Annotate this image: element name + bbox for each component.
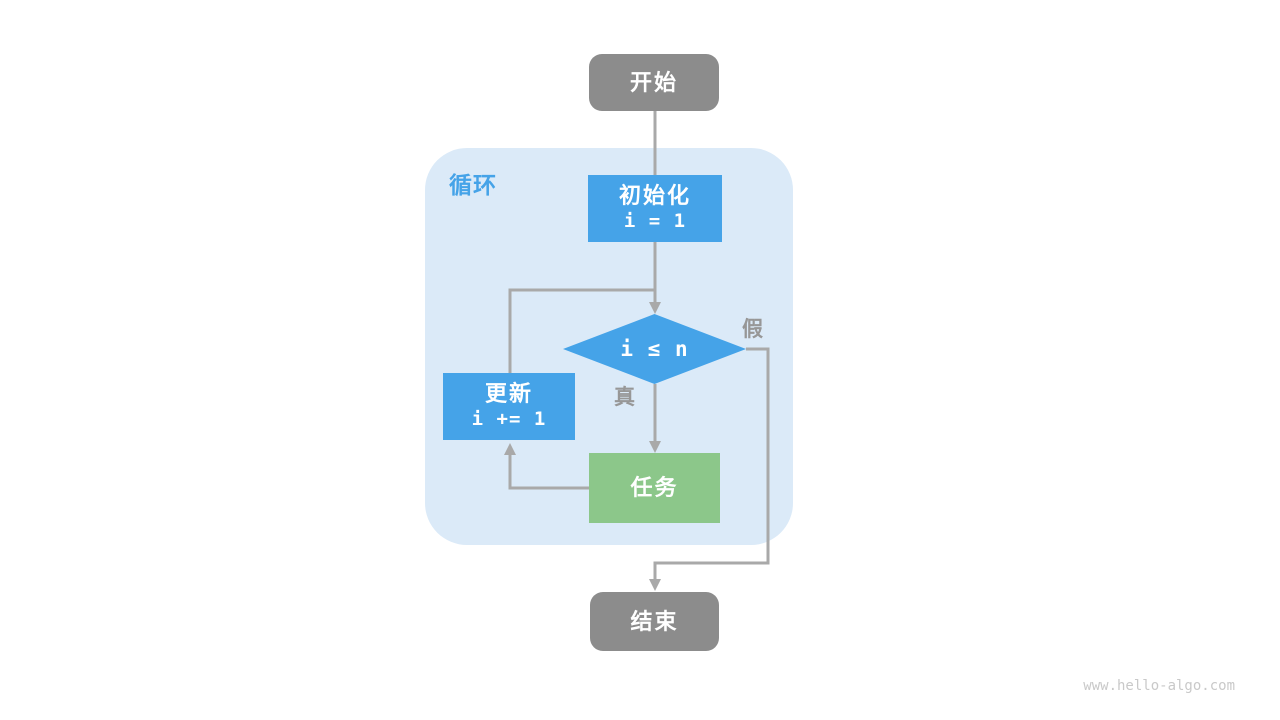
end-node-label: 结束 bbox=[630, 608, 679, 634]
edge-label-true: 真 bbox=[614, 386, 635, 409]
start-node: 开始 bbox=[589, 54, 719, 111]
task-node-label: 任务 bbox=[630, 475, 679, 501]
watermark-text: www.hello-algo.com bbox=[1083, 678, 1235, 694]
edge-task-update bbox=[508, 455, 589, 490]
init-node-title: 初始化 bbox=[618, 182, 691, 208]
arrowhead-into-end bbox=[649, 579, 661, 591]
loop-container-label: 循环 bbox=[449, 172, 497, 198]
edge-label-false: 假 bbox=[742, 318, 763, 341]
arrowhead-into-update bbox=[504, 443, 516, 455]
update-node-code: i += 1 bbox=[471, 408, 547, 431]
update-node: 更新 i += 1 bbox=[443, 373, 575, 440]
arrowhead-into-condition bbox=[649, 302, 661, 314]
edge-condition-end bbox=[653, 347, 770, 579]
edge-update-loopback bbox=[508, 288, 656, 374]
end-node: 结束 bbox=[590, 592, 719, 651]
update-node-title: 更新 bbox=[484, 380, 533, 406]
task-node: 任务 bbox=[589, 453, 720, 523]
init-node: 初始化 i = 1 bbox=[588, 175, 722, 242]
condition-node-code: i ≤ n bbox=[620, 337, 689, 361]
start-node-label: 开始 bbox=[629, 69, 678, 95]
init-node-code: i = 1 bbox=[623, 210, 687, 233]
arrowhead-into-task bbox=[649, 441, 661, 453]
